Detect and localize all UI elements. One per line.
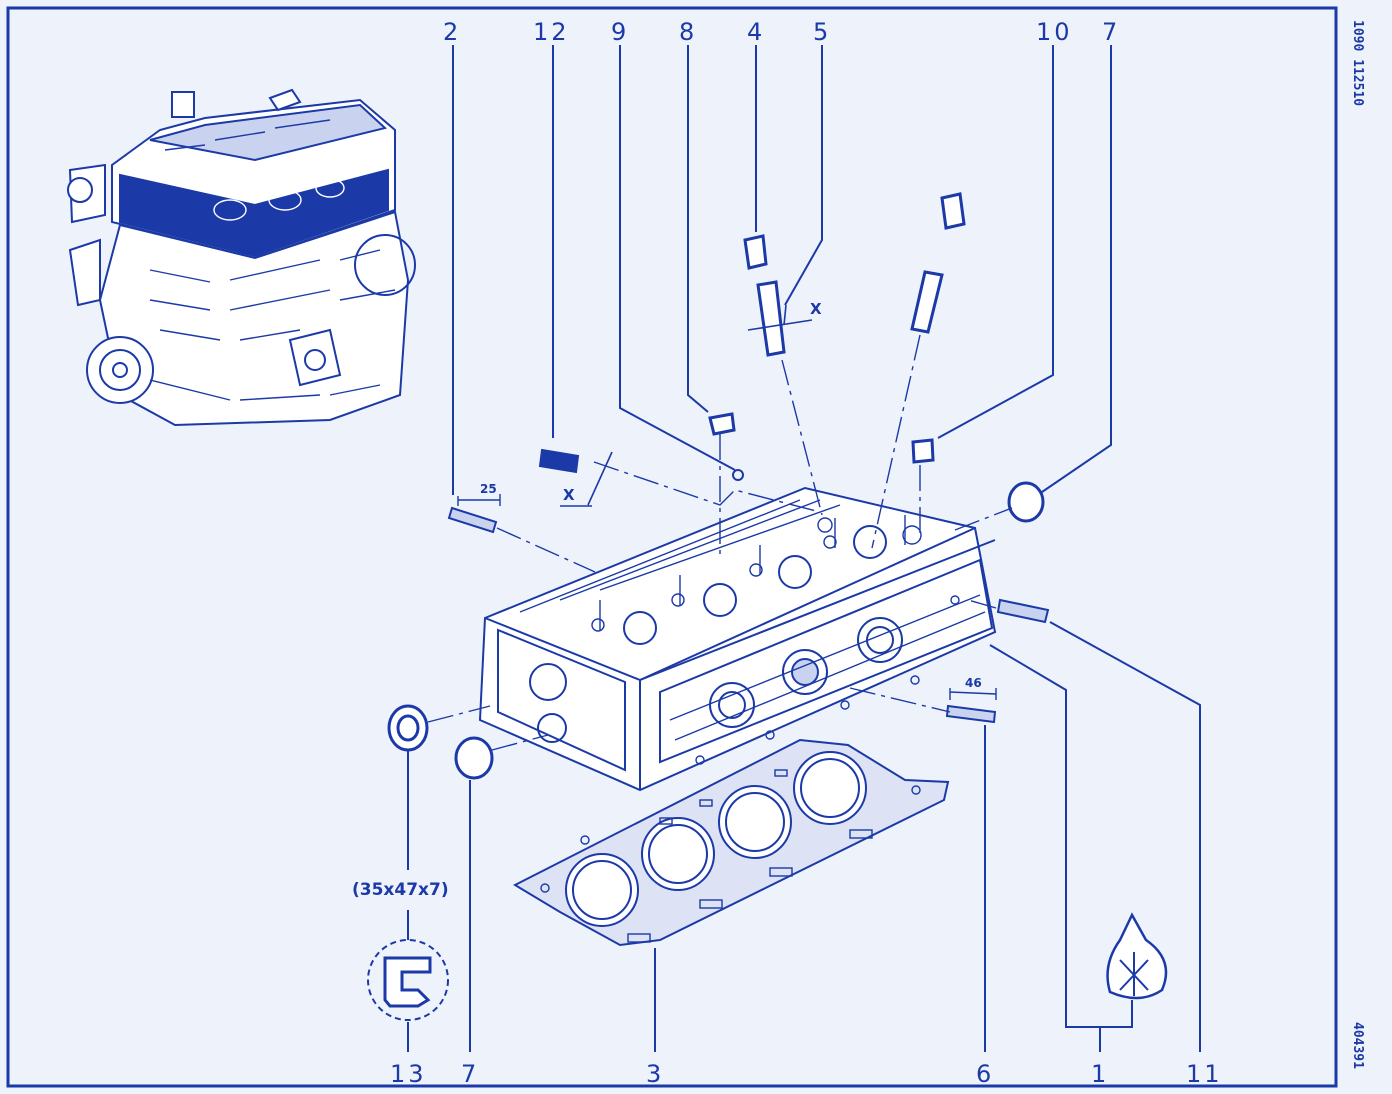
valve-seat-10	[911, 438, 935, 464]
dim-stud-short: 25	[480, 482, 497, 496]
oil-seal	[387, 704, 429, 752]
core-plug-lower	[454, 736, 494, 780]
drawing-code-bottom: 404391	[1350, 1022, 1365, 1069]
callout-7-bottom: 7	[461, 1060, 480, 1088]
cylinder-head	[478, 486, 997, 792]
callout-6: 6	[976, 1060, 995, 1088]
callout-12: 12	[533, 18, 570, 46]
valve-guide-right	[910, 270, 944, 334]
section-mark-x-tappet: X	[563, 486, 575, 504]
callout-2: 2	[443, 18, 462, 46]
ball-9	[732, 469, 744, 481]
stud-long	[945, 704, 997, 724]
callout-13: 13	[390, 1060, 427, 1088]
callout-4: 4	[747, 18, 766, 46]
section-mark-lines	[560, 304, 813, 507]
callout-9: 9	[611, 18, 630, 46]
valve-guide-5	[756, 280, 786, 357]
callout-7-top: 7	[1102, 18, 1121, 46]
drawing-code-top: 1090 112510	[1350, 20, 1365, 107]
head-gasket	[512, 738, 950, 947]
small-parts	[387, 192, 1050, 780]
core-plug-upper	[1007, 481, 1045, 523]
callout-11: 11	[1186, 1060, 1223, 1088]
engine-overview-icon	[67, 88, 416, 427]
callout-3: 3	[646, 1060, 665, 1088]
seal-dimension-label: (35x47x7)	[352, 880, 449, 900]
seal-section-icon	[367, 939, 449, 1021]
callout-1: 1	[1091, 1060, 1110, 1088]
callout-5: 5	[813, 18, 832, 46]
callout-8: 8	[679, 18, 698, 46]
diagram-frame	[6, 6, 1338, 1088]
dim-arrows	[457, 494, 997, 700]
tappet	[538, 448, 580, 474]
dim-stud-long: 46	[965, 676, 982, 690]
valve-seal-right	[940, 192, 966, 230]
stud-short	[447, 506, 498, 534]
leader-lines	[407, 45, 1201, 1052]
stud-11	[996, 598, 1050, 624]
callout-10: 10	[1036, 18, 1073, 46]
kit-bag-icon	[1106, 912, 1168, 1000]
center-lines	[427, 334, 1013, 751]
valve-seat-8	[708, 412, 736, 436]
valve-seal-4	[743, 234, 768, 270]
section-mark-x-guide: X	[810, 300, 822, 318]
